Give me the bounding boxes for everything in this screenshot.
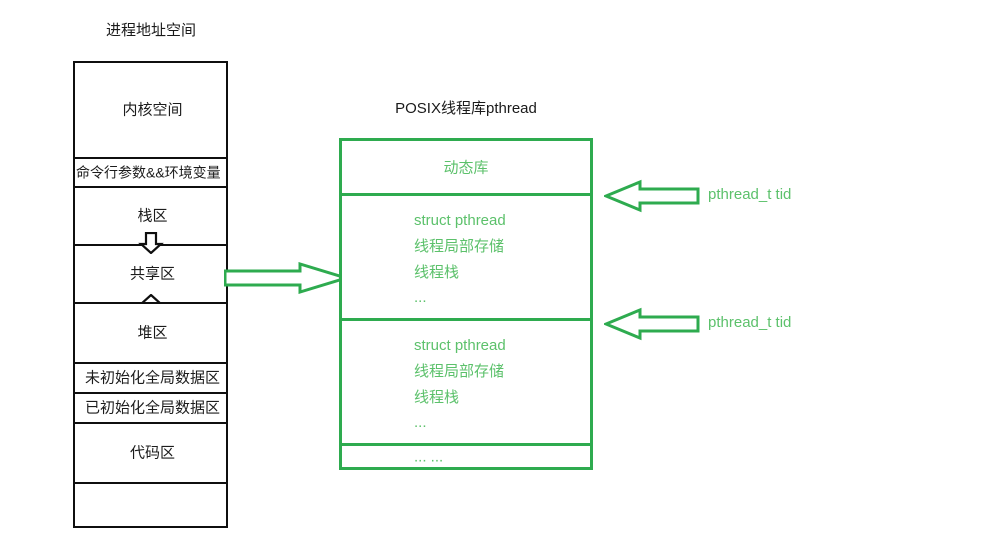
pthread-block-line: ... xyxy=(414,289,427,306)
process-address-space-column: 内核空间 命令行参数&&环境变量 栈区 共享区 堆区 未初始化全局数据区 已初始… xyxy=(73,61,228,528)
memory-region-label: 已初始化全局数据区 xyxy=(84,399,220,417)
memory-region-kernel: 内核空间 xyxy=(73,61,228,157)
memory-region-label: 共享区 xyxy=(129,265,175,283)
pthread-row-label: ... ... xyxy=(414,448,444,465)
pthread-block-line: struct pthread xyxy=(414,337,506,354)
pthread-row-thread-block-2: struct pthread 线程局部存储 线程栈 ... xyxy=(339,318,593,443)
memory-region-heap: 堆区 xyxy=(73,302,228,362)
callout-pthread-tid-1: pthread_t tid xyxy=(602,178,844,214)
memory-region-label: 未初始化全局数据区 xyxy=(84,369,220,387)
pthread-library-panel: 动态库 struct pthread 线程局部存储 线程栈 ... struct… xyxy=(339,138,593,470)
callout-pthread-tid-2: pthread_t tid xyxy=(602,306,844,342)
pthread-row-ellipsis: ... ... xyxy=(339,443,593,470)
memory-region-args-env: 命令行参数&&环境变量 xyxy=(73,157,228,186)
memory-region-extra xyxy=(73,482,228,528)
process-address-space-title: 进程地址空间 xyxy=(105,22,196,39)
pthread-row-dynamic-library: 动态库 xyxy=(339,138,593,193)
memory-region-label: 栈区 xyxy=(137,207,168,225)
pthread-block-line: 线程栈 xyxy=(414,264,460,281)
memory-region-shared: 共享区 xyxy=(73,232,228,316)
pthread-block-line: ... xyxy=(414,414,427,431)
memory-region-label: 命令行参数&&环境变量 xyxy=(76,164,221,180)
pthread-block-line: 线程局部存储 xyxy=(414,238,505,255)
memory-region-label: 内核空间 xyxy=(122,101,183,119)
arrow-left-block-icon xyxy=(602,178,700,214)
memory-region-bss: 未初始化全局数据区 xyxy=(73,362,228,392)
pthread-library-title: POSIX线程库pthread xyxy=(395,100,537,117)
pthread-block-line: 线程局部存储 xyxy=(414,363,505,380)
callout-label: pthread_t tid xyxy=(708,186,792,203)
callout-label: pthread_t tid xyxy=(708,314,792,331)
memory-region-label: 堆区 xyxy=(137,324,168,342)
pthread-block-line: 线程栈 xyxy=(414,389,460,406)
memory-region-text: 代码区 xyxy=(73,422,228,482)
arrow-down-outline-icon xyxy=(137,232,164,254)
memory-region-label: 代码区 xyxy=(129,444,175,462)
pthread-row-label: 动态库 xyxy=(443,159,489,177)
arrow-left-block-icon xyxy=(602,306,700,342)
pthread-row-thread-block-1: struct pthread 线程局部存储 线程栈 ... xyxy=(339,193,593,318)
pthread-block-lines: struct pthread 线程局部存储 线程栈 ... xyxy=(414,208,506,310)
arrow-right-block-icon xyxy=(223,261,352,295)
pthread-block-line: struct pthread xyxy=(414,212,506,229)
pthread-block-lines: struct pthread 线程局部存储 线程栈 ... xyxy=(414,333,506,435)
memory-region-data: 已初始化全局数据区 xyxy=(73,392,228,422)
